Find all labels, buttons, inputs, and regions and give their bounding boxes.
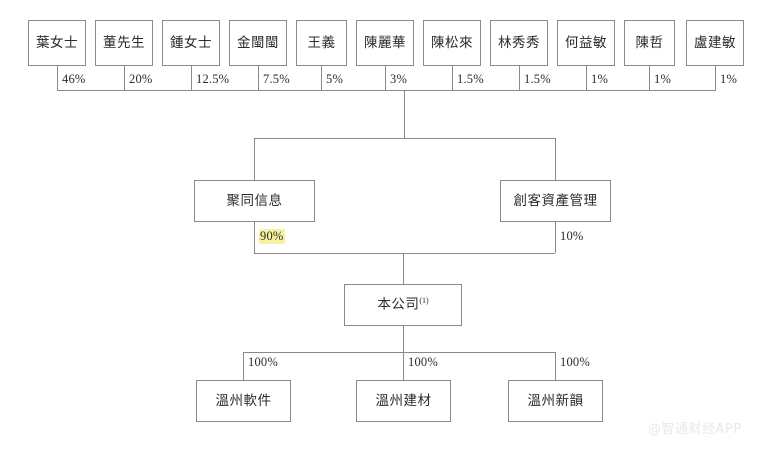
shareholder-box[interactable]: 鍾女士	[162, 20, 220, 66]
company-footnote-marker: (1)	[419, 296, 429, 306]
shareholder-name: 何益敏	[565, 34, 607, 50]
company-box[interactable]: 本公司(1)	[344, 284, 462, 326]
ownership-percent: 46%	[62, 72, 86, 86]
shareholder-box[interactable]: 何益敏	[557, 20, 615, 66]
shareholder-box[interactable]: 金閩閩	[229, 20, 287, 66]
ownership-percent: 1.5%	[524, 72, 551, 86]
subsidiary-name: 溫州建材	[375, 392, 432, 408]
ownership-percent: 100%	[560, 355, 590, 369]
shareholder-drop-line	[385, 66, 386, 90]
shareholder-name: 林秀秀	[498, 34, 540, 50]
shareholder-name: 陳麗華	[364, 34, 406, 50]
ownership-percent: 1%	[654, 72, 672, 86]
shareholder-box[interactable]: 林秀秀	[490, 20, 548, 66]
ownership-percent: 100%	[248, 355, 278, 369]
subsidiary-name: 溫州軟件	[215, 392, 272, 408]
intermediate-drop-line	[555, 138, 556, 180]
intermediate-entity-name: 創客資產管理	[513, 192, 598, 208]
subsidiary-bus-line	[243, 352, 555, 353]
shareholder-box[interactable]: 盧建敏	[686, 20, 744, 66]
shareholder-drop-line	[124, 66, 125, 90]
intermediate-split-bar	[254, 138, 555, 139]
shareholder-drop-line	[191, 66, 192, 90]
ownership-percent: 10%	[560, 229, 584, 243]
company-to-subsidiary-line	[403, 326, 404, 352]
shareholder-box[interactable]: 陳麗華	[356, 20, 414, 66]
subsidiary-box[interactable]: 溫州新韻	[508, 380, 603, 422]
shareholder-box[interactable]: 王義	[296, 20, 347, 66]
shareholder-box[interactable]: 葉女士	[28, 20, 86, 66]
shareholder-name: 董先生	[103, 34, 145, 50]
ownership-percent: 20%	[129, 72, 153, 86]
shareholder-drop-line	[57, 66, 58, 90]
ownership-percent: 5%	[326, 72, 344, 86]
ownership-percent: 12.5%	[196, 72, 230, 86]
shareholder-drop-line	[715, 66, 716, 90]
bus-to-split-line	[404, 90, 405, 138]
intermediate-entity-box[interactable]: 創客資產管理	[500, 180, 611, 222]
ownership-percent: 100%	[408, 355, 438, 369]
merge-to-company-line	[403, 253, 404, 284]
shareholder-box[interactable]: 陳松來	[423, 20, 481, 66]
shareholder-bus-line	[57, 90, 716, 91]
intermediate-drop-line	[254, 138, 255, 180]
subsidiary-drop-line	[555, 352, 556, 380]
shareholder-name: 盧建敏	[694, 34, 736, 50]
company-merge-bar	[254, 253, 555, 254]
ownership-percent: 7.5%	[263, 72, 290, 86]
ownership-percent: 1%	[591, 72, 609, 86]
shareholder-drop-line	[649, 66, 650, 90]
shareholder-name: 葉女士	[36, 34, 78, 50]
subsidiary-drop-line	[243, 352, 244, 380]
ownership-percent: 1%	[720, 72, 738, 86]
shareholder-drop-line	[519, 66, 520, 90]
shareholder-name: 鍾女士	[170, 34, 212, 50]
ownership-percent: 3%	[390, 72, 408, 86]
shareholder-box[interactable]: 董先生	[95, 20, 153, 66]
shareholder-drop-line	[586, 66, 587, 90]
subsidiary-drop-line	[403, 352, 404, 380]
intermediate-entity-box[interactable]: 聚同信息	[194, 180, 315, 222]
shareholder-name: 王義	[307, 34, 336, 50]
intermediate-to-company-line	[254, 222, 255, 253]
shareholder-name: 金閩閩	[237, 34, 279, 50]
watermark: @智通财经APP	[648, 422, 742, 437]
subsidiary-name: 溫州新韻	[527, 392, 584, 408]
intermediate-to-company-line	[555, 222, 556, 253]
shareholder-drop-line	[452, 66, 453, 90]
intermediate-entity-name: 聚同信息	[226, 192, 283, 208]
shareholder-box[interactable]: 陳哲	[624, 20, 675, 66]
shareholder-drop-line	[321, 66, 322, 90]
shareholder-drop-line	[258, 66, 259, 90]
shareholder-name: 陳松來	[431, 34, 473, 50]
ownership-percent: 1.5%	[457, 72, 484, 86]
subsidiary-box[interactable]: 溫州軟件	[196, 380, 291, 422]
ownership-percent-highlighted: 90%	[259, 229, 285, 244]
company-name: 本公司(1)	[377, 296, 429, 312]
shareholder-name: 陳哲	[635, 34, 664, 50]
subsidiary-box[interactable]: 溫州建材	[356, 380, 451, 422]
